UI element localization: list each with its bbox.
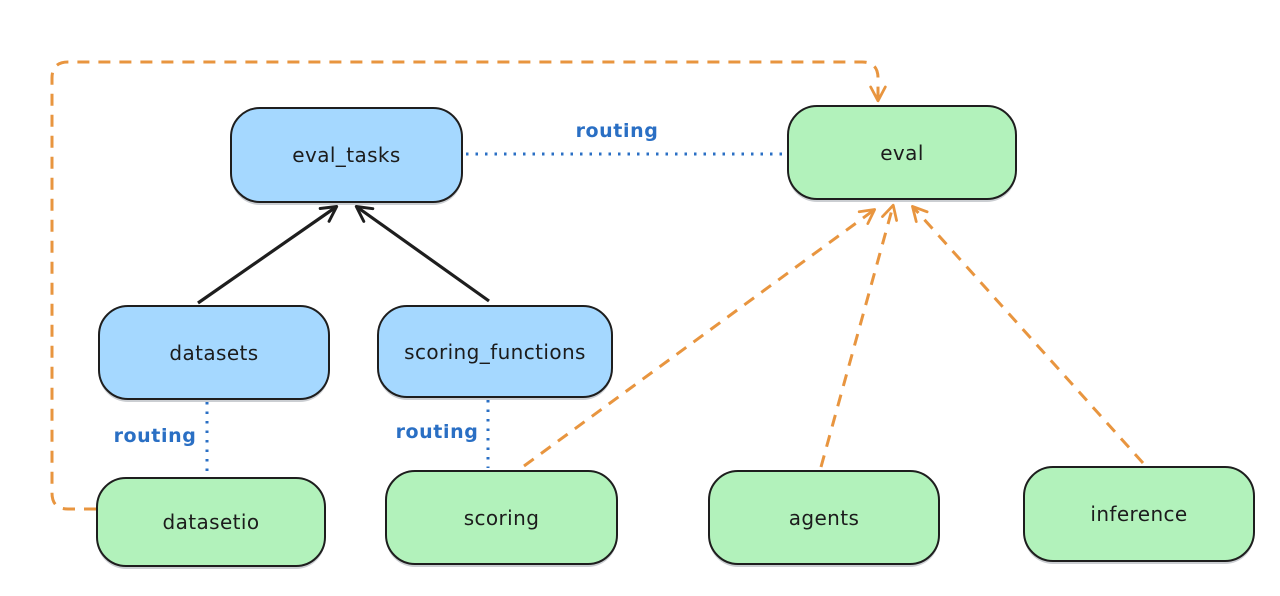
node-label-datasets: datasets [169, 340, 259, 365]
node-scoring: scoring [385, 470, 618, 565]
node-label-scoring: scoring [463, 505, 540, 530]
edge-scoring-to-eval [523, 208, 877, 468]
node-label-agents: agents [788, 505, 860, 530]
edge-scoring_functions-to-eval_tasks [354, 205, 490, 303]
node-eval: eval [787, 105, 1017, 200]
node-inference: inference [1023, 466, 1255, 562]
node-scoring_functions: scoring_functions [377, 305, 613, 398]
edge-agents-to-eval [819, 203, 898, 468]
node-datasetio: datasetio [96, 477, 326, 567]
edge-datasetio-to-eval-loop [50, 60, 887, 511]
edge-label-routing-datasets-datasetio: routing [113, 425, 197, 447]
edge-datasets-to-eval_tasks [197, 205, 339, 305]
edge-inference-to-eval [911, 205, 1145, 465]
node-label-scoring_functions: scoring_functions [404, 339, 586, 364]
node-datasets: datasets [98, 305, 330, 400]
node-eval_tasks: eval_tasks [230, 107, 463, 203]
node-label-inference: inference [1090, 502, 1188, 526]
node-label-eval_tasks: eval_tasks [292, 143, 401, 167]
node-label-datasetio: datasetio [162, 510, 260, 534]
edge-label-routing-eval_tasks-eval: routing [575, 120, 659, 142]
node-label-eval: eval [880, 140, 924, 165]
node-agents: agents [708, 470, 940, 565]
edge-label-routing-scoring_functions-scoring: routing [395, 421, 479, 443]
